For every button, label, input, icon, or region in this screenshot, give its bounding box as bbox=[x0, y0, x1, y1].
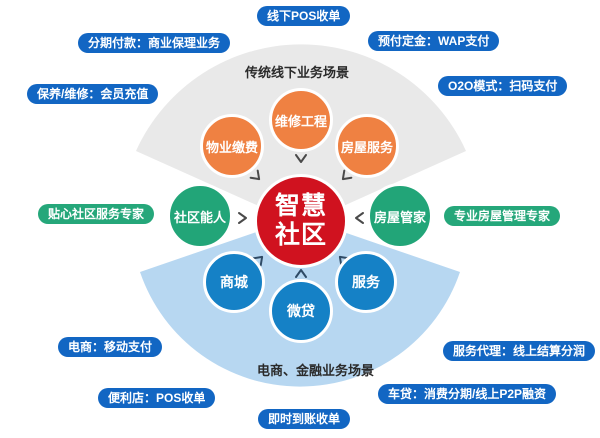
pill-community-service-expert: 贴心社区服务专家 bbox=[38, 204, 155, 224]
pill-house-management-expert: 专业房屋管理专家 bbox=[444, 206, 561, 226]
pill-instant-settlement: 即时到账收单 bbox=[258, 409, 351, 429]
top-section-title: 传统线下业务场景 bbox=[245, 65, 350, 80]
arrow-southeast-icon bbox=[249, 169, 261, 181]
node-service: 服务 bbox=[335, 251, 397, 313]
arrow-right-icon bbox=[238, 212, 247, 224]
node-label: 微贷 bbox=[287, 303, 315, 319]
node-label: 服务 bbox=[352, 274, 380, 290]
pill-maintenance-member-topup: 保养/维修：会员充值 bbox=[27, 84, 159, 104]
pill-deposit-wap-pay: 预付定金：WAP支付 bbox=[368, 31, 500, 51]
pill-car-loan-p2p: 车贷：消费分期/线上P2P融资 bbox=[378, 384, 557, 404]
node-label: 物业缴费 bbox=[205, 139, 258, 155]
pill-convenience-store-pos: 便利店：POS收单 bbox=[98, 388, 216, 408]
bottom-section-title: 电商、金融业务场景 bbox=[257, 363, 375, 378]
arrow-southwest-icon bbox=[341, 169, 353, 181]
node-label: 维修工程 bbox=[274, 113, 327, 129]
pill-installment-factoring: 分期付款：商业保理业务 bbox=[78, 33, 231, 53]
node-housing-services: 房屋服务 bbox=[335, 114, 399, 178]
center-label-line2: 社区 bbox=[274, 221, 327, 249]
node-community-talent: 社区能人 bbox=[167, 183, 233, 249]
node-label: 房屋服务 bbox=[340, 139, 393, 155]
pill-ecommerce-mobile-pay: 电商：移动支付 bbox=[58, 337, 163, 357]
node-property-fee: 物业缴费 bbox=[200, 114, 264, 178]
arrow-left-icon bbox=[355, 212, 364, 224]
arrow-northeast-icon bbox=[252, 255, 264, 267]
arrow-up-icon bbox=[295, 269, 307, 278]
arrow-down-icon bbox=[295, 154, 307, 163]
node-mall: 商城 bbox=[203, 251, 265, 313]
pill-agent-settlement: 服务代理：线上结算分润 bbox=[443, 341, 596, 361]
node-house-steward: 房屋管家 bbox=[367, 183, 433, 249]
node-smart-community: 智慧 社区 bbox=[254, 174, 348, 268]
center-label-line1: 智慧 bbox=[274, 192, 327, 220]
node-repair-engineering: 维修工程 bbox=[269, 88, 333, 152]
node-microloan: 微贷 bbox=[269, 279, 333, 343]
pill-o2o-scan-pay: O2O模式：扫码支付 bbox=[438, 76, 568, 96]
node-label: 商城 bbox=[220, 274, 248, 290]
node-label: 房屋管家 bbox=[373, 209, 426, 225]
node-label: 社区能人 bbox=[173, 209, 226, 225]
pill-offline-pos-acquiring: 线下POS收单 bbox=[257, 6, 351, 26]
